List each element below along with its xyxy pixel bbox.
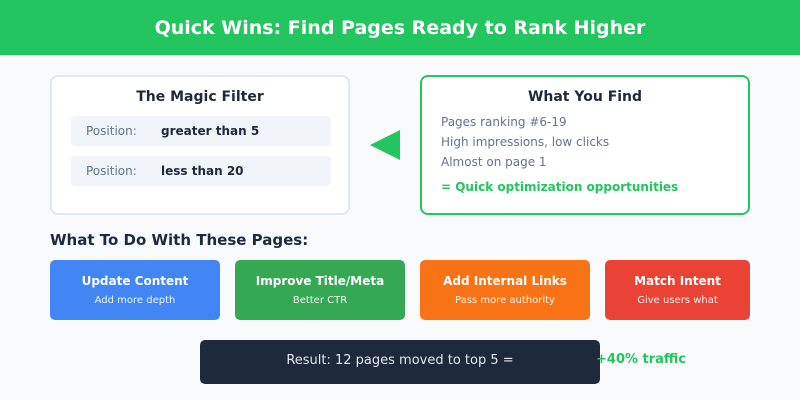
find-item: High impressions, low clicks (441, 135, 610, 149)
what-you-find-card: What You Find Pages ranking #6-19 High i… (420, 75, 750, 215)
action-subtitle: Better CTR (292, 295, 348, 306)
action-title: Match Intent (634, 274, 721, 288)
action-update-content: Update Content Add more depth (50, 260, 220, 320)
action-improve-title-meta: Improve Title/Meta Better CTR (235, 260, 405, 320)
action-subtitle: Pass more authority (455, 295, 555, 306)
action-subtitle: Give users what (637, 295, 718, 306)
result-highlight: +40% traffic (596, 352, 687, 367)
result-bar: Result: 12 pages moved to top 5 = (200, 340, 600, 384)
action-title: Add Internal Links (443, 274, 567, 288)
filter-value: less than 20 (161, 164, 244, 178)
action-title: Update Content (81, 274, 189, 288)
result-text: Result: 12 pages moved to top 5 = (286, 353, 514, 368)
actions-section-title: What To Do With These Pages: (50, 231, 309, 249)
find-item: Pages ranking #6-19 (441, 115, 567, 129)
arrow-left-icon (370, 130, 400, 160)
filter-row-min-position: Position: greater than 5 (71, 116, 331, 146)
filter-label: Position: (86, 124, 137, 138)
find-summary: = Quick optimization opportunities (441, 180, 679, 194)
action-add-internal-links: Add Internal Links Pass more authority (420, 260, 590, 320)
page-title: Quick Wins: Find Pages Ready to Rank Hig… (154, 16, 646, 39)
action-subtitle: Add more depth (94, 295, 176, 306)
filter-row-max-position: Position: less than 20 (71, 156, 331, 186)
action-match-intent: Match Intent Give users what (605, 260, 750, 320)
find-item: Almost on page 1 (441, 155, 547, 169)
filter-value: greater than 5 (161, 124, 260, 138)
filter-label: Position: (86, 164, 137, 178)
action-title: Improve Title/Meta (255, 274, 385, 288)
find-card-title: What You Find (527, 89, 643, 105)
filter-card-title: The Magic Filter (136, 89, 264, 105)
header-banner: Quick Wins: Find Pages Ready to Rank Hig… (0, 0, 800, 55)
magic-filter-card: The Magic Filter Position: greater than … (50, 75, 350, 215)
